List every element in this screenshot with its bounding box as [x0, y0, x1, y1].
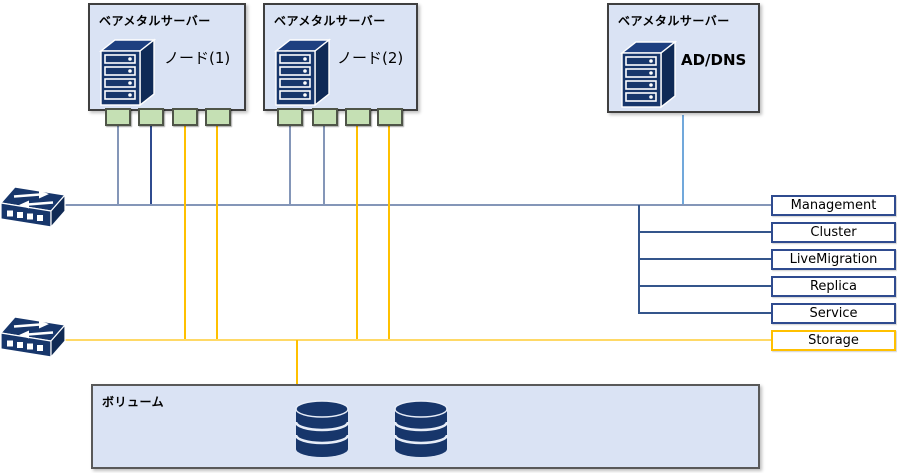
storage-network-line	[58, 339, 771, 341]
server-tower-icon	[98, 38, 156, 107]
database-cylinder-icon	[394, 400, 448, 457]
server-box-title: ベアメタルサーバー	[618, 14, 730, 28]
volume-link-line	[296, 340, 298, 384]
nic-port	[138, 108, 164, 126]
server-tower-icon	[619, 40, 677, 109]
network-label-storage: Storage	[771, 330, 896, 351]
network-label-cluster: Cluster	[771, 222, 896, 243]
node2-nic4-line	[388, 125, 390, 339]
node2-nic3-line	[356, 125, 358, 339]
addns-uplink-line	[682, 115, 684, 204]
replica-branch-line	[638, 285, 771, 287]
network-switch-icon	[1, 186, 67, 229]
network-label-replica: Replica	[771, 276, 896, 297]
network-label-management: Management	[771, 195, 896, 216]
management-network-line	[58, 204, 771, 206]
database-cylinder-icon	[295, 400, 349, 457]
network-switch-icon	[1, 316, 67, 359]
server-box-addns: ベアメタルサーバー AD/DNS	[607, 3, 760, 113]
server-box-node2: ベアメタルサーバー ノード(2)	[263, 3, 418, 111]
server-box-node1: ベアメタルサーバー ノード(1)	[88, 3, 246, 111]
server-box-title: ベアメタルサーバー	[274, 14, 386, 28]
node1-nic1-line	[117, 125, 119, 204]
node2-nic1-line	[289, 125, 291, 204]
network-label-livemigration: LiveMigration	[771, 249, 896, 270]
node1-nic3-line	[184, 125, 186, 339]
node2-label: ノード(2)	[337, 49, 404, 67]
nic-port	[105, 108, 131, 126]
server-tower-icon	[273, 38, 331, 107]
service-branch-line	[638, 312, 771, 314]
addns-label: AD/DNS	[681, 51, 747, 69]
node1-label: ノード(1)	[164, 49, 231, 67]
nic-port	[312, 108, 338, 126]
server-box-title: ベアメタルサーバー	[99, 14, 211, 28]
volume-title: ボリューム	[102, 395, 165, 409]
nic-port	[205, 108, 231, 126]
node1-nic2-line	[150, 125, 152, 204]
nic-port	[345, 108, 371, 126]
nic-port	[172, 108, 198, 126]
cluster-branch-line	[638, 231, 771, 233]
network-label-service: Service	[771, 303, 896, 324]
livemigration-branch-line	[638, 258, 771, 260]
nic-port	[377, 108, 403, 126]
nic-port	[277, 108, 303, 126]
node2-nic2-line	[323, 125, 325, 204]
node1-nic4-line	[216, 125, 218, 339]
